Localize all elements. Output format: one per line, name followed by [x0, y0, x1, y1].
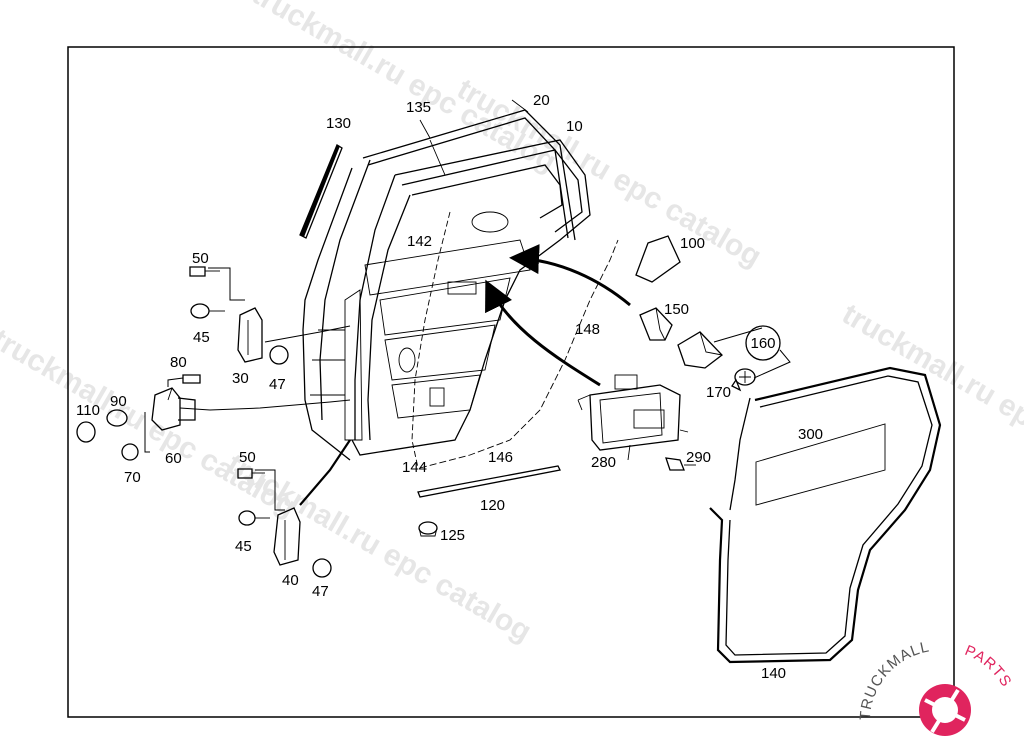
callout-20: 20 — [533, 92, 550, 109]
part-170-clip — [731, 368, 756, 392]
callout-280: 280 — [591, 454, 616, 471]
callout-40: 40 — [282, 572, 299, 589]
callout-160-leaders — [713, 327, 791, 379]
callout-47: 47 — [312, 583, 329, 600]
callout-290: 290 — [686, 449, 711, 466]
callout-130: 130 — [326, 115, 351, 132]
check-strap-group — [76, 374, 351, 461]
callout-45: 45 — [193, 329, 210, 346]
diagram-frame — [67, 46, 955, 718]
callout-47: 47 — [269, 376, 286, 393]
part-280-lock-mechanism — [577, 374, 689, 461]
part-300-foil — [755, 423, 886, 506]
upper-hinge-group — [189, 266, 351, 365]
callout-80: 80 — [170, 354, 187, 371]
part-120-strip — [417, 465, 561, 498]
callout-110: 110 — [76, 402, 100, 419]
svg-text:PARTS: PARTS — [962, 642, 1015, 690]
part-142-seal — [411, 211, 451, 469]
callout-160: 160 — [750, 335, 775, 352]
part-290-bolt — [665, 457, 696, 471]
callout-90: 90 — [110, 393, 127, 410]
watermark: truckmall.ru epc catalog — [222, 447, 537, 648]
callout-45: 45 — [235, 538, 252, 555]
assembly-arrows — [485, 244, 631, 387]
truckmall-logo: TRUCKMALL PARTS — [857, 638, 1015, 736]
lower-hinge-group — [237, 439, 351, 578]
callout-146: 146 — [488, 449, 513, 466]
watermark: truckmall.ru epc catalog — [247, 0, 562, 179]
callout-148: 148 — [575, 321, 600, 338]
callout-30: 30 — [232, 370, 249, 387]
part-140-door-seal — [709, 366, 942, 664]
callout-150: 150 — [664, 301, 689, 318]
callout-160-circle — [745, 325, 781, 361]
part-160-grommet — [677, 331, 723, 369]
callout-135: 135 — [406, 99, 431, 116]
callout-170: 170 — [706, 384, 731, 401]
part-130-trim-strip — [299, 144, 343, 239]
part-150-switch — [639, 307, 673, 341]
callout-10: 10 — [566, 118, 583, 135]
callout-labels: 10 20 30 40 45 45 47 47 50 50 60 70 80 9… — [76, 92, 823, 682]
part-100-cover — [635, 235, 681, 283]
callout-50: 50 — [239, 449, 256, 466]
callout-125: 125 — [440, 527, 465, 544]
callout-140: 140 — [761, 665, 786, 682]
callout-144: 144 — [402, 459, 427, 476]
callout-120: 120 — [480, 497, 505, 514]
part-10-door-shell — [302, 139, 591, 461]
part-125-plug — [418, 521, 438, 537]
callout-50: 50 — [192, 250, 209, 267]
callout-142: 142 — [407, 233, 432, 250]
callout-70: 70 — [124, 469, 141, 486]
part-146-seal — [419, 239, 619, 469]
logo-text-parts: PARTS — [962, 642, 1014, 690]
callout-100: 100 — [680, 235, 705, 252]
callout-60: 60 — [165, 450, 182, 467]
callout-300: 300 — [798, 426, 823, 443]
